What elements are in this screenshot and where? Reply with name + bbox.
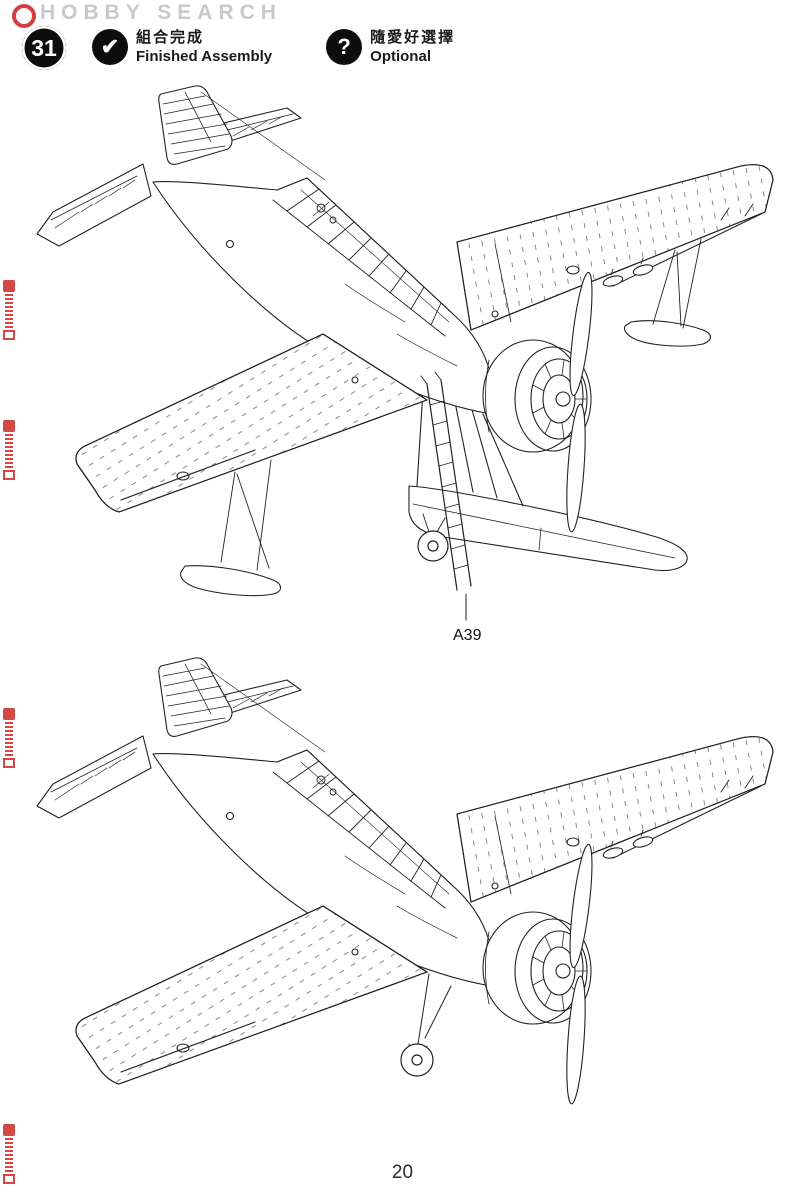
stamp-box-icon (3, 1174, 15, 1184)
finished-assembly-label: 組合完成 Finished Assembly (136, 29, 272, 67)
callout-a39: A39 (453, 627, 482, 644)
page-number: 20 (391, 1162, 414, 1183)
watermark-hobby-search: HOBBY SEARCH (40, 1, 282, 24)
checkmark-icon: ✔ (92, 29, 128, 65)
starboard-wingtip-float (623, 238, 712, 347)
watermark-stamp (2, 708, 16, 768)
landing-gear-wheel (400, 1043, 434, 1077)
finished-assembly-en: Finished Assembly (136, 47, 273, 65)
stamp-logo-icon (3, 280, 15, 292)
aircraft-diagram-top: A39 (36, 85, 774, 644)
beaching-wheel (417, 513, 449, 562)
hobbysearch-logo-icon (12, 4, 36, 28)
aircraft-diagram-bottom (36, 657, 774, 1105)
stamp-text-mark (5, 434, 13, 468)
stamp-text-mark (5, 722, 13, 756)
optional-zh: 隨愛好選擇 (370, 29, 456, 46)
landing-gear (400, 973, 452, 1077)
float-struts (416, 389, 524, 507)
port-wingtip-float (180, 459, 282, 597)
stamp-logo-icon (3, 420, 15, 432)
stamp-box-icon (3, 470, 15, 480)
stamp-text-mark (5, 1138, 13, 1172)
boarding-ladder (420, 371, 472, 591)
stamp-logo-icon (3, 1124, 15, 1136)
watermark-stamp (2, 420, 16, 480)
question-mark-icon: ? (326, 29, 363, 65)
watermark-stamp (2, 280, 16, 340)
stamp-text-mark (5, 294, 13, 328)
stamp-box-icon (3, 330, 15, 340)
step-header: 31 ✔ 組合完成 Finished Assembly ? 隨愛好選擇 Opti… (22, 26, 455, 70)
stamp-logo-icon (3, 708, 15, 720)
stamp-box-icon (3, 758, 15, 768)
step-number: 31 (31, 34, 57, 61)
step-number-badge: 31 (22, 26, 66, 70)
optional-label: 隨愛好選擇 Optional (370, 29, 455, 67)
finished-assembly-zh: 組合完成 (136, 29, 205, 46)
watermark-stamp (2, 1124, 16, 1184)
optional-en: Optional (370, 47, 431, 65)
